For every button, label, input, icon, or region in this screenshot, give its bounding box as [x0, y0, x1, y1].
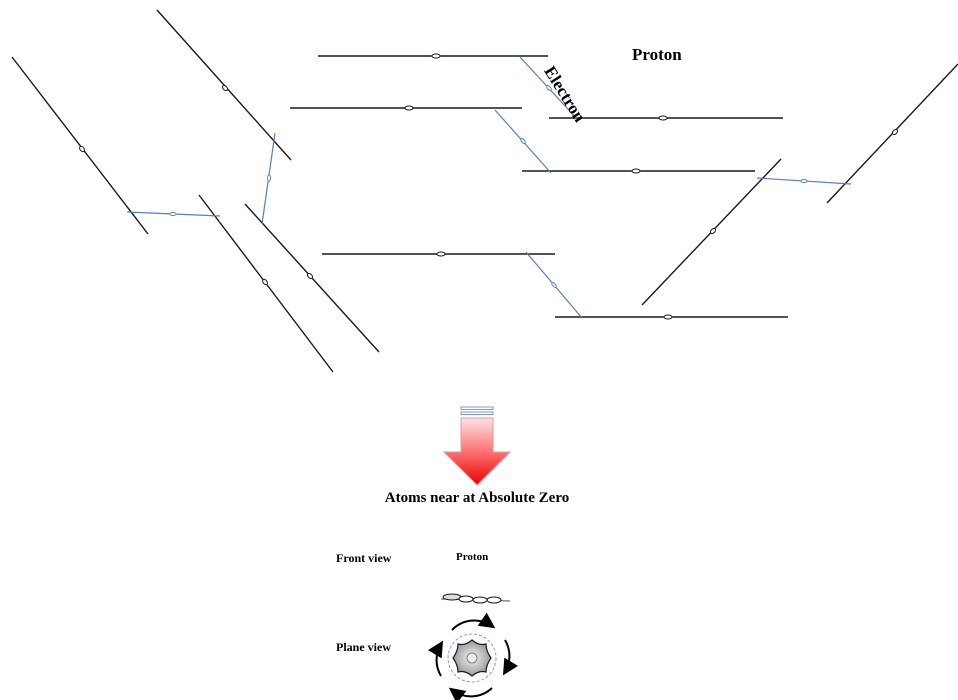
proton-nucleus	[222, 84, 228, 92]
proton-nucleus	[79, 145, 85, 153]
front-view-label: Front view	[336, 551, 392, 565]
electron-links	[126, 56, 852, 319]
proton-lines	[11, 9, 958, 373]
proton-nucleus	[891, 128, 899, 136]
diagram-title: Atoms near at Absolute Zero	[384, 490, 570, 506]
rotation-arrows-icon	[427, 612, 519, 700]
proton-label: Proton	[632, 45, 682, 64]
plane-view-atom	[447, 633, 497, 683]
proton-nuclei	[79, 53, 899, 320]
plane-view-label: Plane view	[336, 640, 391, 654]
proton-nucleus	[404, 105, 414, 111]
proton-nucleus	[431, 53, 441, 59]
proton-nucleus	[307, 272, 313, 280]
proton-line	[11, 56, 149, 235]
proton-nucleus	[631, 168, 641, 174]
proton-nucleus	[709, 227, 717, 235]
front-view-proton	[440, 593, 511, 604]
proton-nucleus	[663, 314, 673, 320]
proton-small-label: Proton	[456, 551, 489, 563]
electron-dots	[169, 85, 808, 288]
down-arrow-icon	[442, 406, 512, 486]
proton-nucleus	[658, 115, 668, 121]
proton-nucleus	[262, 278, 268, 286]
proton-nucleus	[436, 251, 446, 257]
